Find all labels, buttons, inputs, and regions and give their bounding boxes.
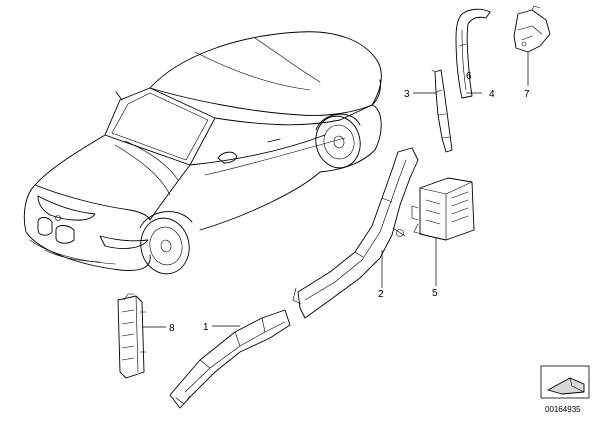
part-2-trim-panel[interactable] — [292, 147, 419, 319]
reference-symbol-box — [540, 365, 590, 399]
part-8-control-unit[interactable] — [117, 293, 147, 379]
document-number: 00164935 — [545, 405, 581, 414]
callout-labels: 1 2 3 4 5 6 7 8 — [169, 71, 530, 334]
part-5-control-unit[interactable] — [411, 177, 475, 241]
callout-leaders — [142, 52, 529, 328]
callout-4: 4 — [489, 89, 495, 100]
callout-3: 3 — [404, 89, 410, 100]
callout-8: 8 — [169, 323, 175, 334]
callout-6: 6 — [466, 71, 472, 82]
callout-7: 7 — [524, 89, 530, 100]
callout-2: 2 — [378, 289, 384, 300]
part-1-trim-panel[interactable] — [169, 309, 291, 409]
part-4-pillar-trim[interactable] — [455, 8, 491, 99]
car-illustration — [23, 31, 382, 275]
part-3-pillar-trim[interactable] — [431, 69, 453, 153]
wedge-icon — [547, 377, 585, 395]
callout-5: 5 — [432, 288, 438, 299]
callout-1: 1 — [203, 322, 209, 333]
part-7-bracket[interactable] — [513, 5, 551, 53]
